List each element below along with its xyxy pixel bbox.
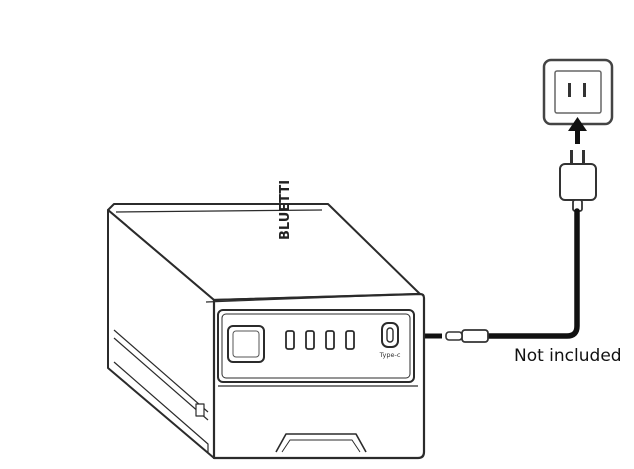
not-included-label: Not included [514,346,622,366]
arrow-up-icon [568,117,587,144]
battery-indicator-4 [345,330,355,350]
battery-indicator-group [285,330,355,350]
usb-c-port[interactable] [381,322,399,348]
battery-indicator-3 [325,330,335,350]
battery-indicator-1 [285,330,295,350]
battery-indicator-2 [305,330,315,350]
usb-c-plug-icon [445,329,489,343]
power-button[interactable] [227,325,265,363]
power-station-device [107,203,426,460]
charging-cable [485,208,580,339]
power-adapter-icon [559,150,597,212]
brand-logo: BLUETTI [278,180,293,240]
usb-c-port-label: Type-c [379,351,401,359]
wall-outlet-icon [542,58,614,126]
